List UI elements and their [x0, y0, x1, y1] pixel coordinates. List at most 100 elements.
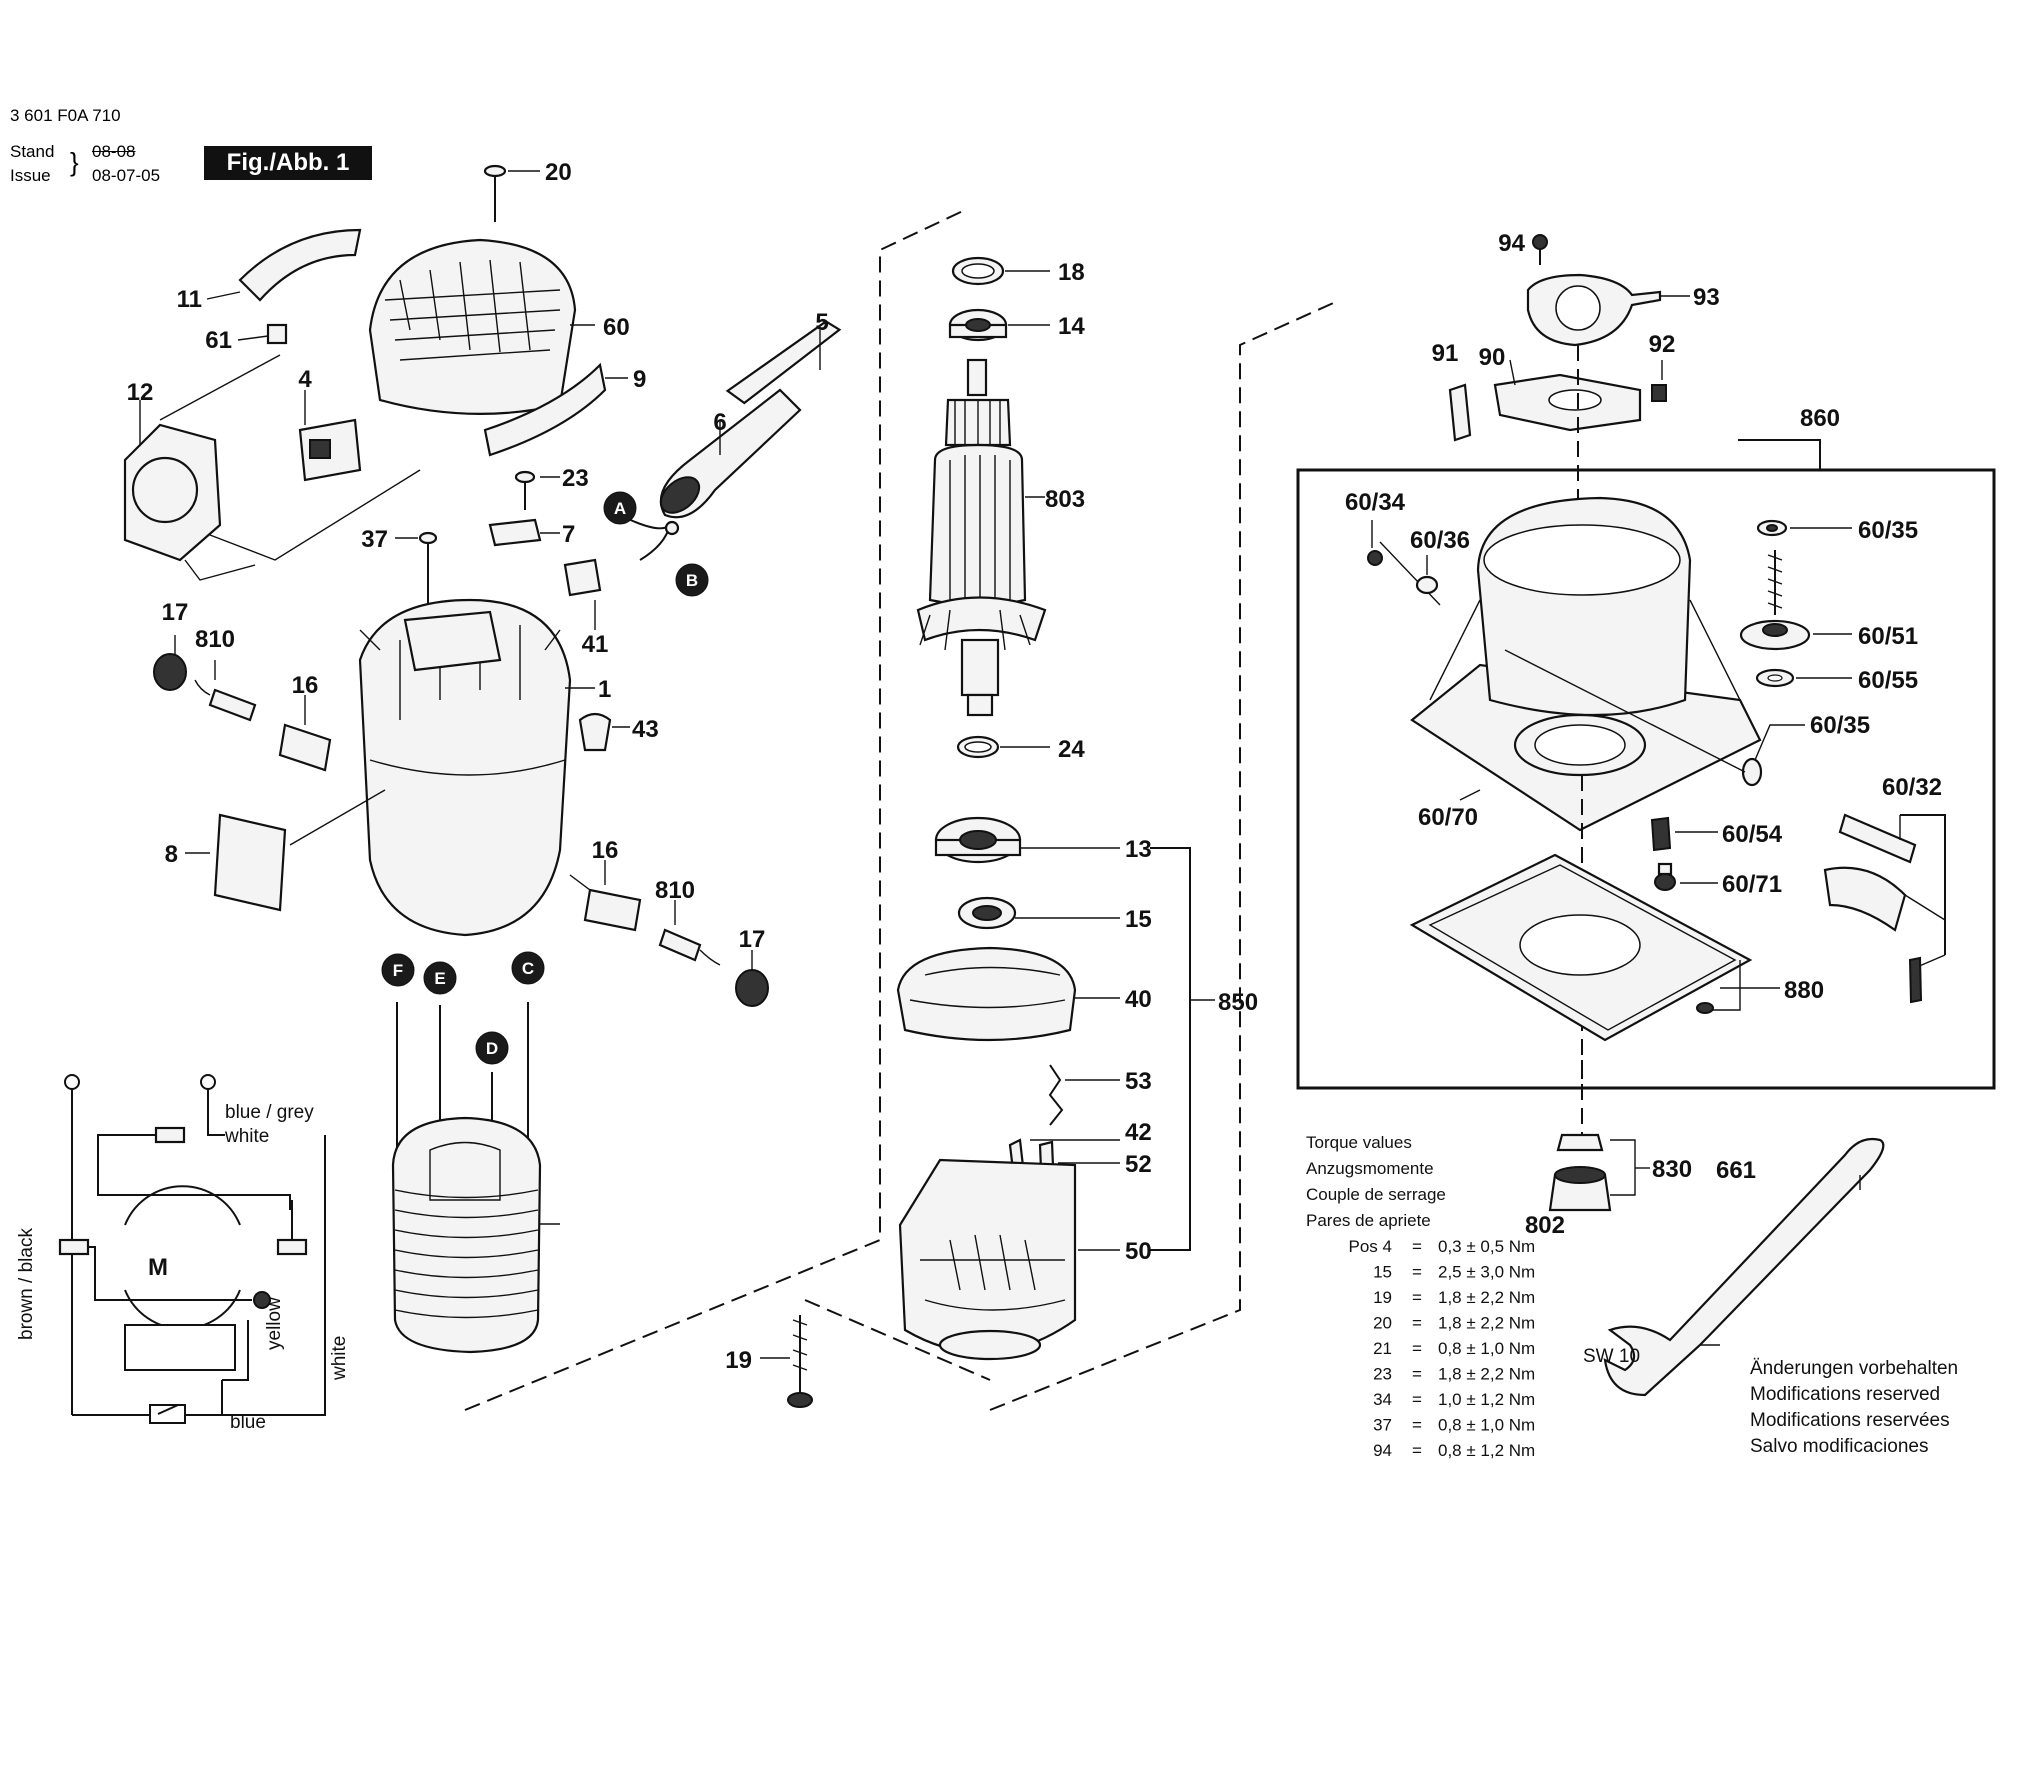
- callout-24: 24: [1058, 736, 1085, 763]
- field-coil-802: [391, 1116, 560, 1354]
- callout-13: 13: [1125, 836, 1152, 863]
- torque-pos: Pos 4: [1349, 1237, 1392, 1256]
- motor-housing-1: [358, 598, 595, 937]
- callout-7: 7: [562, 521, 575, 548]
- svg-text:C: C: [522, 959, 534, 978]
- collet-830: [1548, 1133, 1650, 1212]
- wire-tag-a: A: [603, 491, 637, 525]
- svg-text:A: A: [614, 499, 626, 518]
- brush-holder-16-left: [278, 695, 332, 772]
- callout-4: 4: [298, 366, 312, 393]
- note-line: Änderungen vorbehalten: [1750, 1358, 1958, 1379]
- callout-60-35: 60/35: [1810, 712, 1870, 739]
- stud-60-51: [1739, 550, 1852, 651]
- callout-17: 17: [739, 926, 766, 953]
- nut-92: [1651, 360, 1667, 402]
- callout-93: 93: [1693, 284, 1720, 311]
- torque-pos: 21: [1373, 1339, 1392, 1358]
- sleeve-6: [659, 388, 802, 519]
- wrench-label: SW 10: [1583, 1346, 1640, 1367]
- screw-23: [514, 470, 560, 510]
- callout-12: 12: [127, 379, 154, 406]
- bearing-cover-40: [896, 946, 1120, 1042]
- plate-61: [237, 323, 288, 345]
- bearing-13: [934, 816, 1120, 864]
- torque-eq: =: [1412, 1263, 1422, 1282]
- torque-title: Pares de apriete: [1306, 1211, 1431, 1230]
- torque-eq: =: [1412, 1365, 1422, 1384]
- separator-2: [989, 299, 1341, 1411]
- callout-90: 90: [1479, 344, 1506, 371]
- callout-880: 880: [1784, 977, 1824, 1004]
- callout-60-35: 60/35: [1858, 517, 1918, 544]
- svg-text:B: B: [686, 571, 698, 590]
- torque-value: 1,8 ± 2,2 Nm: [1438, 1288, 1535, 1307]
- switch-4: [298, 390, 362, 482]
- callout-60-71: 60/71: [1722, 871, 1782, 898]
- callout-94: 94: [1498, 230, 1525, 257]
- svg-text:F: F: [393, 961, 403, 980]
- torque-value: 0,8 ± 1,2 Nm: [1438, 1441, 1535, 1460]
- callout-1: 1: [598, 676, 611, 703]
- base-plate-880: [1409, 853, 1780, 1042]
- spring-60-54: [1650, 816, 1718, 852]
- washer-60-36: [1415, 555, 1439, 595]
- torque-pos: 20: [1373, 1314, 1392, 1333]
- bearing-15: [957, 896, 1120, 930]
- note-line: Salvo modificaciones: [1750, 1436, 1928, 1457]
- callout-43: 43: [632, 716, 659, 743]
- callout-60: 60: [603, 314, 630, 341]
- callout-16: 16: [592, 837, 619, 864]
- base-assembly-860: [1296, 439, 1996, 1090]
- torque-pos: 94: [1373, 1441, 1392, 1460]
- note-line: Modifications reserved: [1750, 1384, 1940, 1405]
- torque-value: 1,8 ± 2,2 Nm: [1438, 1365, 1535, 1384]
- callout-11: 11: [177, 286, 202, 313]
- torque-value: 1,0 ± 1,2 Nm: [1438, 1390, 1535, 1409]
- brush-holder-16-right: [569, 860, 642, 932]
- callout-40: 40: [1125, 986, 1152, 1013]
- callout-9: 9: [633, 366, 646, 393]
- callout-16: 16: [292, 672, 319, 699]
- strip-9: [483, 362, 628, 457]
- module-12: [123, 354, 421, 581]
- figure-badge: Fig./Abb. 1: [204, 146, 372, 180]
- callout-50: 50: [1125, 1238, 1152, 1265]
- torque-title: Couple de serrage: [1306, 1185, 1446, 1204]
- bracket: }: [70, 147, 79, 177]
- separator-1: [464, 209, 966, 1411]
- schematic-label: white: [329, 1336, 350, 1381]
- callout-850: 850: [1218, 989, 1258, 1016]
- stand-label: Stand: [10, 142, 55, 161]
- brush-cap-17-left: [153, 635, 187, 691]
- pin-60-32: [1823, 813, 1946, 1004]
- wire-tag-e: E: [423, 961, 457, 995]
- brush-810-right: [658, 900, 721, 966]
- wiring-schematic: [58, 1074, 326, 1424]
- callout-60-51: 60/51: [1858, 623, 1918, 650]
- bracket-850: [1150, 847, 1215, 1251]
- torque-eq: =: [1412, 1314, 1422, 1333]
- separator-3: [804, 1299, 991, 1381]
- callout-53: 53: [1125, 1068, 1152, 1095]
- callout-23: 23: [562, 465, 589, 492]
- screw-94: [1532, 234, 1548, 265]
- callout-860: 860: [1800, 405, 1840, 432]
- callout-14: 14: [1058, 313, 1085, 340]
- issue-value: 08-07-05: [92, 166, 161, 185]
- clip-91: [1448, 383, 1472, 442]
- screw-37: [395, 531, 438, 610]
- armature-803: [916, 358, 1047, 717]
- callout-60-54: 60/54: [1722, 821, 1783, 848]
- wire-tag-d: D: [475, 1031, 509, 1065]
- callout-60-70: 60/70: [1418, 804, 1478, 831]
- callout-18: 18: [1058, 259, 1085, 286]
- callout-42: 42: [1125, 1119, 1152, 1146]
- ring-24: [956, 735, 1050, 759]
- torque-value: 0,8 ± 1,0 Nm: [1438, 1339, 1535, 1358]
- callout-60-55: 60/55: [1858, 667, 1918, 694]
- svg-text:D: D: [486, 1039, 498, 1058]
